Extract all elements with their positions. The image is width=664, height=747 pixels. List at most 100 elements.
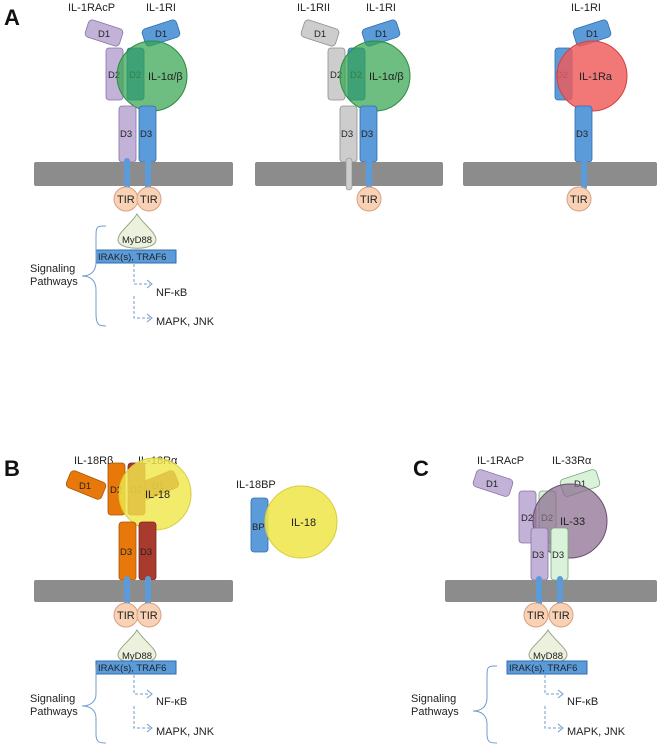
cell-membrane xyxy=(34,580,233,602)
il18bp-label: BP xyxy=(252,522,265,533)
il18bp-title: IL-18BP xyxy=(236,479,276,491)
receptor-label-il1ri: IL-1RI xyxy=(146,2,176,14)
receptor-label-il18rb: IL-18Rβ xyxy=(74,455,113,467)
pathways-label: Pathways xyxy=(30,276,78,288)
nfkb-arrow xyxy=(544,675,561,695)
tir-domain xyxy=(523,602,549,628)
nfkb-arrowhead xyxy=(146,279,153,289)
il1ri-d3-label: D3 xyxy=(576,129,588,140)
il1racp-d3-label: D3 xyxy=(532,550,544,561)
il1racp-d1-domain xyxy=(472,469,514,497)
irak-traf6-label: IRAK(s), TRAF6 xyxy=(98,663,166,674)
panel-c: C IL-1RAcP IL-33Rα D1 D1 D2 D2 IL-33 D3 … xyxy=(411,455,657,744)
mapk-arrowhead xyxy=(146,313,153,323)
receptor-label-il1ri: IL-1RI xyxy=(571,2,601,14)
myd88-label: MyD88 xyxy=(533,651,563,662)
tir-domain xyxy=(136,602,162,628)
nfkb-arrow xyxy=(133,675,150,695)
transmembrane-segment xyxy=(536,576,542,606)
il18rb-d1-label: D1 xyxy=(79,481,91,492)
mapk-label: MAPK, JNK xyxy=(156,726,215,738)
il1ri-d3-label: D3 xyxy=(140,129,152,140)
il1racp-d1-label: D1 xyxy=(486,479,498,490)
il1rii-d2-label: D2 xyxy=(330,70,342,81)
irak-traf6-label: IRAK(s), TRAF6 xyxy=(509,663,577,674)
signaling-brace xyxy=(472,665,498,744)
il1ri-d3-label: D3 xyxy=(361,129,373,140)
nfkb-label: NF-κB xyxy=(156,696,187,708)
transmembrane-segment xyxy=(557,576,563,606)
nfkb-arrowhead xyxy=(557,689,564,699)
transmembrane-segment xyxy=(345,157,353,191)
nfkb-arrow xyxy=(133,264,150,285)
il1rii-d3-label: D3 xyxy=(341,129,353,140)
panel-a-complex-1: A IL-1RAcP IL-1RI D1 D1 D2 D2 IL-1α/β D3… xyxy=(4,2,233,328)
il1ra-label: IL-1Ra xyxy=(579,71,613,83)
receptor-label-il1ri: IL-1RI xyxy=(366,2,396,14)
myd88-adaptor xyxy=(117,213,157,249)
il1ri-d1-domain xyxy=(141,19,181,47)
irak-traf6-box xyxy=(506,660,588,675)
il1racp-d1-label: D1 xyxy=(98,29,110,40)
transmembrane-segment xyxy=(581,158,587,190)
receptor-label-il1rii: IL-1RII xyxy=(297,2,330,14)
tir-label: TIR xyxy=(527,610,545,622)
transmembrane-segment xyxy=(145,158,151,190)
il1racp-d2-label: D2 xyxy=(521,513,533,524)
il1ri-d1-label: D1 xyxy=(375,29,387,40)
myd88-label: MyD88 xyxy=(122,235,152,246)
il1ri-d1-label: D1 xyxy=(586,29,598,40)
cell-membrane xyxy=(463,162,657,186)
transmembrane-segment xyxy=(145,576,151,606)
pathways-label: Pathways xyxy=(411,706,459,718)
il1-alpha-beta-label: IL-1α/β xyxy=(148,71,183,83)
il1racp-d1-domain xyxy=(84,19,124,47)
mapk-label: MAPK, JNK xyxy=(567,726,626,738)
transmembrane-segment xyxy=(124,158,130,190)
panel-label-b: B xyxy=(4,456,20,481)
signaling-label: Signaling xyxy=(411,693,456,705)
mapk-arrowhead xyxy=(146,723,153,733)
panel-label-c: C xyxy=(413,456,429,481)
mapk-label: MAPK, JNK xyxy=(156,316,215,328)
tir-domain xyxy=(356,186,382,212)
tir-domain xyxy=(566,186,592,212)
tir-label: TIR xyxy=(360,194,378,206)
tir-domain xyxy=(136,186,162,212)
cell-membrane xyxy=(445,580,657,602)
receptor-label-il1racp: IL-1RAcP xyxy=(477,455,524,467)
il18-label: IL-18 xyxy=(145,489,170,501)
il1racp-d3-label: D3 xyxy=(120,129,132,140)
signaling-label: Signaling xyxy=(30,263,75,275)
tir-label: TIR xyxy=(570,194,588,206)
il33ra-d3-label: D3 xyxy=(552,550,564,561)
signaling-label: Signaling xyxy=(30,693,75,705)
il18ra-d3-label: D3 xyxy=(140,547,152,558)
il18-ligand xyxy=(264,485,338,559)
tir-label: TIR xyxy=(117,610,135,622)
panel-a-complex-2: IL-1RII IL-1RI D1 D1 D2 D2 IL-1α/β D3 D3… xyxy=(255,2,443,212)
mapk-arrow xyxy=(544,706,561,729)
panel-a-complex-3: IL-1RI D1 D2 IL-1Ra D3 TIR xyxy=(463,2,657,212)
il1ri-d1-domain xyxy=(361,19,401,47)
il33-label: IL-33 xyxy=(560,516,585,528)
mapk-arrowhead xyxy=(557,723,564,733)
tir-label: TIR xyxy=(140,610,158,622)
il1-alpha-beta-label: IL-1α/β xyxy=(369,71,404,83)
mapk-arrow xyxy=(133,296,150,319)
tir-domain xyxy=(548,602,574,628)
transmembrane-segment xyxy=(366,158,372,190)
nfkb-label: NF-κB xyxy=(156,287,187,299)
il18rb-d3-label: D3 xyxy=(120,547,132,558)
il33ra-d1-label: D1 xyxy=(574,479,586,490)
tir-label: TIR xyxy=(140,194,158,206)
pathways-label: Pathways xyxy=(30,706,78,718)
nfkb-label: NF-κB xyxy=(567,696,598,708)
il1rii-d1-domain xyxy=(300,19,340,47)
nfkb-arrowhead xyxy=(146,689,153,699)
receptor-label-il33ra: IL-33Rα xyxy=(552,455,592,467)
transmembrane-segment xyxy=(124,576,130,606)
irak-traf6-label: IRAK(s), TRAF6 xyxy=(98,252,166,263)
signaling-brace xyxy=(81,661,107,744)
